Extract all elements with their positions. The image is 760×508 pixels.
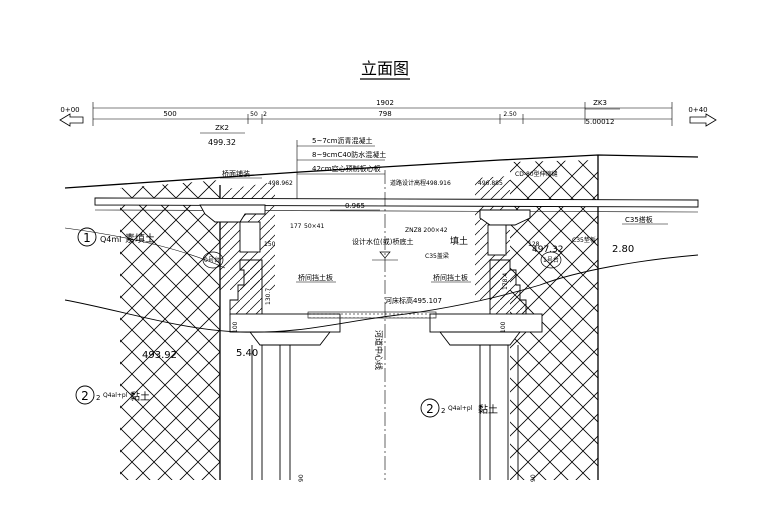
- soil-1-name: 素填土: [125, 232, 155, 245]
- bridge-deck: [94, 197, 699, 208]
- dim-total: 1902: [376, 99, 394, 107]
- elev-road: 道路设计高程498.916: [390, 179, 451, 187]
- soil-2b-name: 黏土: [478, 403, 498, 416]
- left-embankment-hatch: [120, 180, 220, 480]
- depth-left: 5.40: [236, 348, 258, 359]
- page-title: 立面图: [361, 59, 409, 78]
- depth-right: 2.80: [612, 244, 634, 255]
- dim-128: 128: [528, 241, 540, 248]
- centerline-label: 河道中心线: [374, 330, 384, 370]
- riverbed-paving: [307, 311, 437, 319]
- soil-1-code: Q4ml: [100, 235, 121, 244]
- slope-text: 0.965: [345, 202, 365, 210]
- pavement-note-1: 5~7cm沥青混凝土: [312, 136, 372, 145]
- dim-100-left: 100: [232, 321, 239, 333]
- c35-right-label: C35垫板: [572, 236, 596, 244]
- dim-small-b: 2: [263, 111, 267, 118]
- arrow-left-icon: [59, 113, 84, 127]
- soil-2b-code: Q4al+pl: [448, 405, 473, 412]
- abut-left-marker: [202, 251, 224, 269]
- water-surface: [64, 227, 226, 269]
- dim-small-c: 2.50: [503, 111, 517, 118]
- elev-right: 496.885: [478, 180, 503, 187]
- riverbed-profile: [64, 254, 699, 333]
- chainage-right: 0+40: [688, 106, 707, 114]
- dim-100-right: 100: [500, 321, 507, 333]
- soil-2b-num: 2: [426, 402, 434, 416]
- dim-150: 150: [264, 241, 276, 248]
- bridge-deck-left: 桥面铺装: [222, 169, 250, 178]
- soil-2-marker: [75, 385, 95, 405]
- pavement-note-3: 42cm空心预制板心板: [312, 164, 381, 173]
- zk3-name: ZK3: [593, 99, 607, 107]
- dimension-lines: [92, 102, 673, 126]
- dim-90-left: 90: [298, 474, 305, 482]
- soil-2-num: 2: [81, 389, 89, 403]
- retaining-left: 桥间挡土板: [298, 273, 333, 282]
- zk2-elevation: 499.32: [208, 138, 236, 147]
- abut-left: 0号台: [204, 256, 220, 264]
- dim-130: 130.7: [265, 288, 272, 305]
- pavement-note-2: 8~9cmC40防水混凝土: [312, 150, 386, 159]
- soil-1-marker: [77, 227, 97, 247]
- retaining-right: 桥间挡土板: [433, 273, 468, 282]
- soil-2-sub: 2: [96, 394, 100, 402]
- abut-right-marker: [540, 251, 562, 269]
- riverbed-label: 河床标高495.107: [385, 296, 442, 305]
- riverbed-elev-right: 497.32: [532, 245, 564, 255]
- arrow-right-icon: [689, 113, 717, 127]
- dim-left-span: 500: [163, 110, 176, 118]
- soil-1-num: 1: [83, 231, 91, 245]
- dim-mid-span: 798: [378, 110, 391, 118]
- deck-line-2: [94, 209, 699, 213]
- zk2-name: ZK2: [215, 124, 229, 132]
- plate-label: ZNZ8 200×42: [405, 227, 448, 234]
- right-abutment: [429, 209, 543, 480]
- chainage-left: 0+00: [60, 106, 79, 114]
- water-level-text: 设计水位(或)桥底土: [352, 237, 413, 246]
- soil-2b-marker: [420, 398, 440, 418]
- dim-90-right: 90: [530, 474, 537, 482]
- right-embankment-hatch: [510, 160, 598, 480]
- elev-left: 498.962: [268, 180, 293, 187]
- c35-slab-label: C35搭板: [625, 215, 653, 224]
- ground-profile: [64, 154, 699, 189]
- soil-2-code: Q4al+pl: [103, 392, 128, 399]
- slab-dim: 50×41: [304, 223, 324, 230]
- dim-178: 178.4: [502, 273, 509, 290]
- elev-493: 493.92: [142, 350, 177, 361]
- dim-right-span: 5.00012: [586, 118, 615, 126]
- soil-2b-sub: 2: [441, 407, 445, 415]
- slab-dim-b: 177: [290, 223, 302, 230]
- soil-2-name: 黏土: [130, 390, 150, 403]
- dim-small-a: 50: [250, 111, 258, 118]
- c35-top-label: C35盖梁: [425, 252, 449, 260]
- water-label-right: 填土: [450, 235, 468, 247]
- water-level-icon: [379, 251, 391, 259]
- bridge-deck-right: CD-80型伸缩缝: [515, 170, 558, 178]
- abut-right: 1号台: [543, 256, 559, 264]
